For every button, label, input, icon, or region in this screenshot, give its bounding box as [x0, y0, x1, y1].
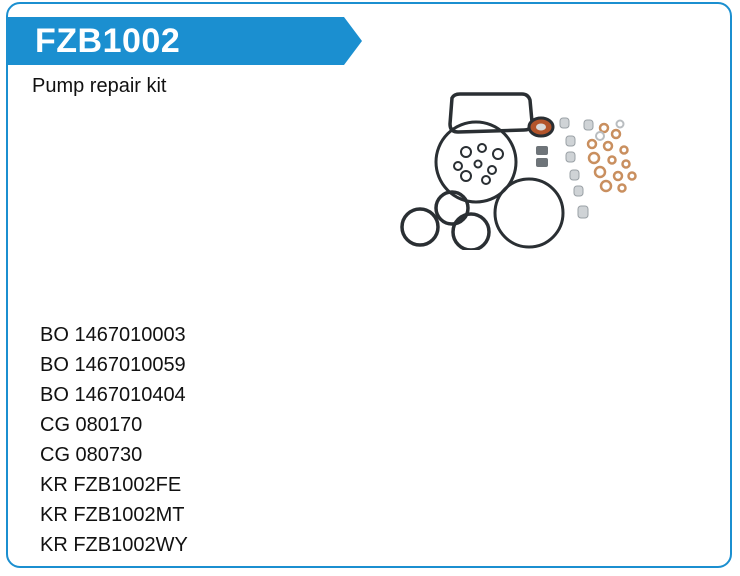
reference-item: CG 080730 — [40, 444, 143, 466]
product-image — [400, 92, 637, 250]
reference-item: KR FZB1002WY — [40, 534, 188, 556]
product-card — [6, 2, 732, 568]
reference-item: KR FZB1002FE — [40, 474, 182, 496]
reference-item: BO 1467010059 — [40, 354, 186, 376]
reference-list: BO 1467010003 BO 1467010059 BO 146701040… — [40, 320, 188, 560]
product-description: Pump repair kit — [32, 75, 167, 97]
reference-item: BO 1467010404 — [40, 384, 186, 406]
title-banner: FZB1002 — [6, 17, 362, 65]
reference-item: BO 1467010003 — [40, 324, 186, 346]
product-code: FZB1002 — [35, 22, 181, 60]
reference-item: CG 080170 — [40, 414, 143, 436]
reference-item: KR FZB1002MT — [40, 504, 185, 526]
